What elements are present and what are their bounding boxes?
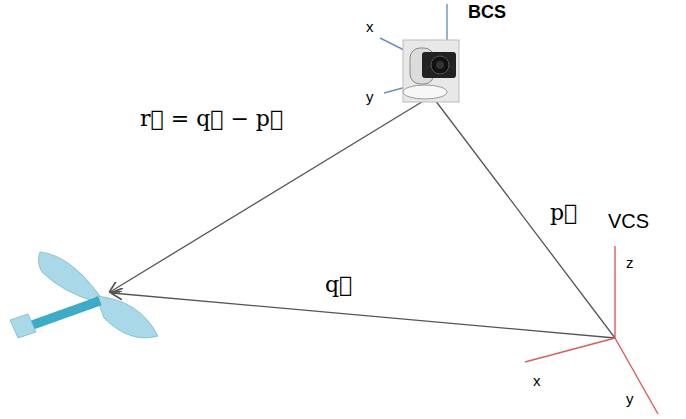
vcs-axes bbox=[525, 246, 658, 414]
axis-label: y bbox=[366, 88, 374, 105]
frame-name: VCS bbox=[608, 210, 649, 233]
axis-label: z bbox=[626, 254, 634, 271]
vector-label: p⃗ bbox=[550, 200, 577, 225]
vector-r bbox=[110, 100, 425, 292]
axis-label: x bbox=[366, 18, 374, 35]
camera-photo bbox=[403, 40, 459, 102]
vector-q bbox=[112, 293, 615, 338]
vector-p bbox=[435, 100, 615, 338]
axis-label: y bbox=[626, 390, 634, 407]
wing-model bbox=[10, 252, 158, 338]
vector-label: q⃗ bbox=[325, 272, 352, 297]
vector-equation: r⃗ = q⃗ − p⃗ bbox=[140, 106, 283, 131]
frame-name: BCS bbox=[468, 2, 506, 23]
axis-label: x bbox=[533, 372, 541, 389]
